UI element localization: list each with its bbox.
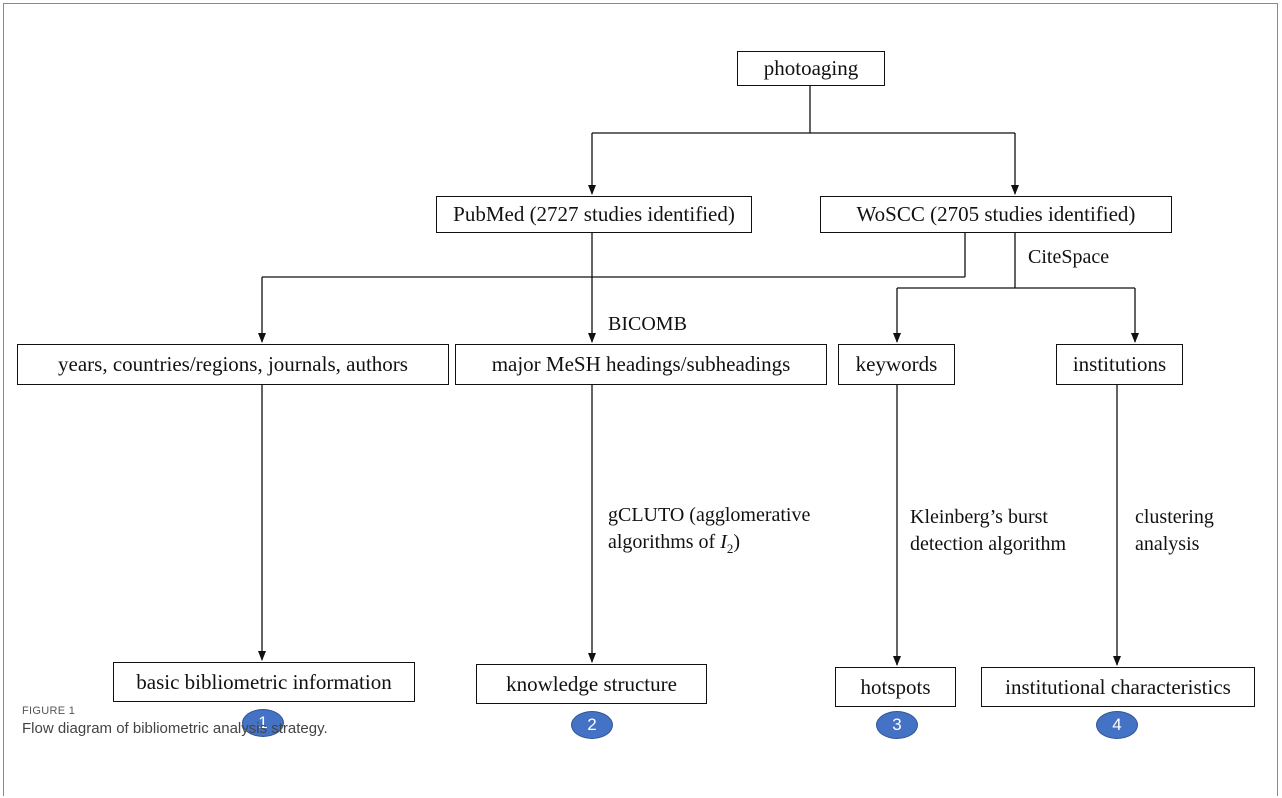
figure-caption: Flow diagram of bibliometric analysis st… [22,720,328,737]
node-hotspots: hotspots [835,667,956,707]
label-clustering-line1: clustering [1135,506,1214,528]
figure-frame [3,3,1278,796]
label-kleinberg-line2: detection algorithm [910,533,1067,555]
label-citespace: CiteSpace [1028,246,1110,268]
label-bicomb: BICOMB [608,313,687,335]
label-kleinberg: Kleinberg’s burst detection algorithm [910,504,1066,558]
node-institutions: institutions [1056,344,1183,385]
step-badge-2: 2 [571,711,613,739]
step-badge-1: 1 [242,709,284,737]
label-gcluto-line2: algorithms of I2) [608,531,741,556]
node-institutional-characteristics: institutional characteristics [981,667,1255,707]
node-knowledge-structure: knowledge structure [476,664,707,704]
node-pubmed: PubMed (2727 studies identified) [436,196,752,233]
label-kleinberg-line1: Kleinberg’s burst [910,506,1048,528]
node-woscc: WoSCC (2705 studies identified) [820,196,1172,233]
figure-label: FIGURE 1 [22,705,76,717]
label-clustering-line2: analysis [1135,533,1200,555]
node-photoaging: photoaging [737,51,885,86]
step-badge-3: 3 [876,711,918,739]
step-badge-4: 4 [1096,711,1138,739]
label-gcluto-line1: gCLUTO (agglomerative [608,504,811,526]
node-keywords: keywords [838,344,955,385]
label-clustering: clustering analysis [1135,504,1214,558]
label-gcluto: gCLUTO (agglomerative algorithms of I2) [608,502,810,562]
node-mesh: major MeSH headings/subheadings [455,344,827,385]
node-years: years, countries/regions, journals, auth… [17,344,449,385]
node-basic-bibliometric: basic bibliometric information [113,662,415,702]
